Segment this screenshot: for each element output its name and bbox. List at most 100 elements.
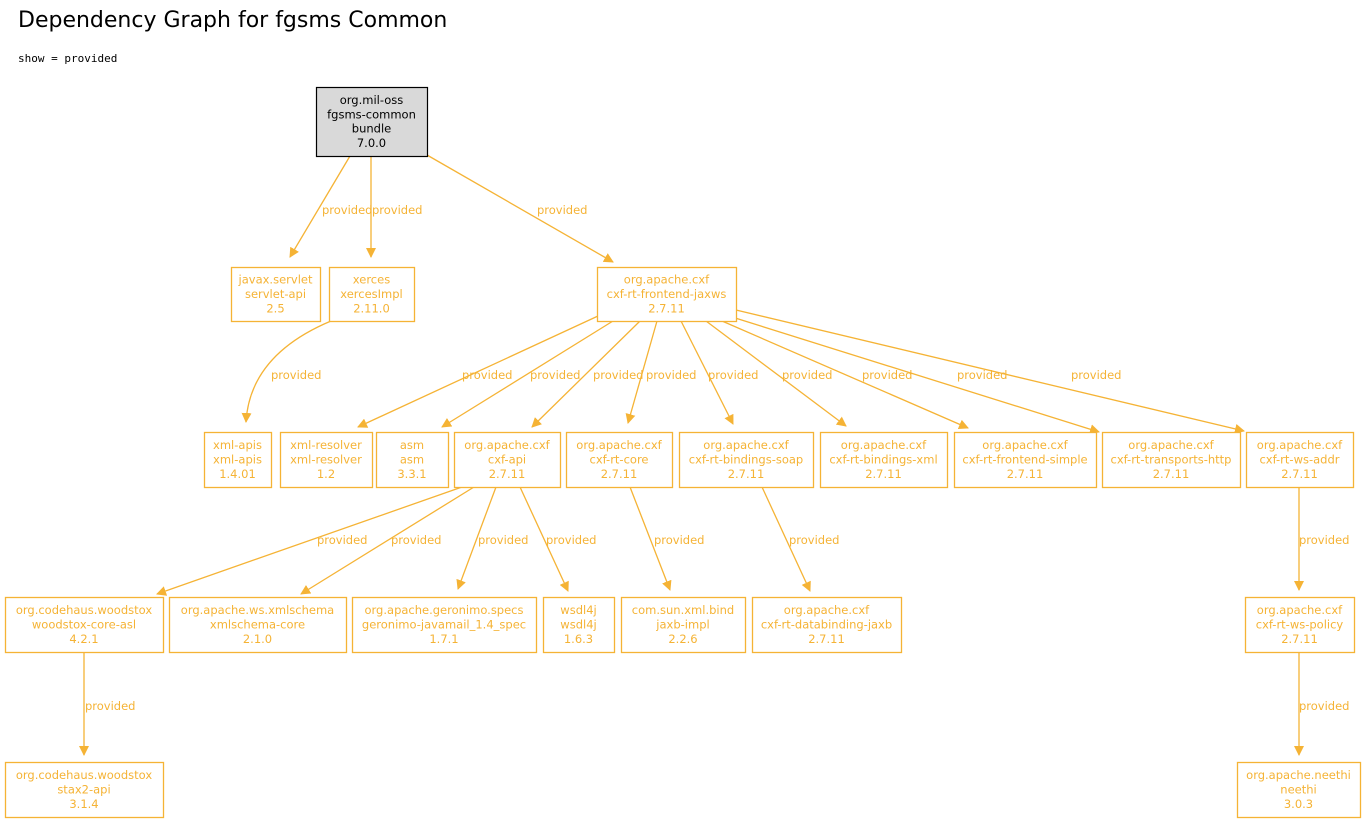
node-version: 2.5 [266, 301, 284, 315]
node-type: bundle [352, 122, 391, 136]
edge-label: provided [593, 368, 644, 382]
edge-bsoap-to-dbjaxb: provided [761, 486, 840, 592]
node-box [328, 266, 416, 323]
edge-wspolicy-to-neethi: provided [1294, 652, 1350, 756]
node-artifact: xercesImpl [340, 287, 402, 301]
node-box [620, 596, 747, 654]
edge-jaxws-to-bxml: provided [705, 320, 847, 427]
edge-label: provided [957, 368, 1008, 382]
edge-cxfapi-to-geronimo: provided [456, 486, 529, 590]
node-group: org.apache.neethi [1246, 768, 1351, 782]
edge-line [519, 486, 569, 592]
node-group: org.apache.cxf [1257, 438, 1343, 452]
node-group: org.mil-oss [340, 93, 404, 107]
edge-line [300, 486, 475, 595]
edge-jaxws-to-fsimple: provided [721, 320, 969, 429]
edge-label: provided [478, 533, 529, 547]
node-box [453, 431, 562, 489]
node-geronimo-javamail_1.4_spec[interactable]: org.apache.geronimo.specsgeronimo-javama… [351, 596, 538, 654]
node-version: 2.7.11 [808, 632, 845, 646]
node-artifact: woodstox-core-asl [32, 618, 136, 632]
edge-label: provided [789, 533, 840, 547]
node-group: xml-apis [213, 438, 262, 452]
node-version: 2.7.11 [1153, 467, 1190, 481]
edge-label: provided [317, 533, 368, 547]
node-box [4, 761, 165, 819]
edge-root-to-jaxws: provided [426, 154, 614, 263]
node-cxf-rt-frontend-simple[interactable]: org.apache.cxfcxf-rt-frontend-simple2.7.… [953, 431, 1098, 489]
node-artifact: servlet-api [245, 287, 306, 301]
node-artifact: cxf-rt-frontend-simple [962, 453, 1087, 467]
node-group: org.apache.cxf [982, 438, 1068, 452]
edge-label: provided [391, 533, 442, 547]
node-cxf-rt-transports-http[interactable]: org.apache.cxfcxf-rt-transports-http2.7.… [1101, 431, 1242, 489]
node-artifact: cxf-rt-ws-policy [1256, 618, 1344, 632]
edge-line [456, 486, 497, 590]
node-cxf-rt-databinding-jaxb[interactable]: org.apache.cxfcxf-rt-databinding-jaxb2.7… [751, 596, 903, 654]
node-box [203, 431, 273, 489]
edge-line [721, 320, 969, 429]
node-box [819, 431, 949, 489]
node-group: org.apache.cxf [703, 438, 789, 452]
edge-line [680, 320, 734, 425]
node-artifact: cxf-rt-core [590, 453, 649, 467]
node-woodstox-core-asl[interactable]: org.codehaus.woodstoxwoodstox-core-asl4.… [4, 596, 165, 654]
node-box [279, 431, 374, 489]
edge-line [731, 316, 1100, 435]
edge-line [156, 486, 463, 596]
node-artifact: fgsms-common [327, 107, 416, 121]
node-artifact: cxf-rt-transports-http [1111, 453, 1232, 467]
node-group: org.apache.cxf [784, 603, 870, 617]
node-artifact: cxf-api [488, 453, 526, 467]
edge-wsaddr-to-wspolicy: provided [1294, 487, 1350, 591]
node-version: 2.7.11 [1007, 467, 1044, 481]
node-artifact: cxf-rt-bindings-xml [829, 453, 937, 467]
edge-line [289, 155, 351, 258]
node-group: org.apache.cxf [464, 438, 550, 452]
edge-label: provided [782, 368, 833, 382]
node-box [1245, 431, 1355, 489]
node-group: com.sun.xml.bind [632, 603, 734, 617]
edge-cxfapi-to-woodcore: provided [156, 486, 463, 596]
node-artifact: cxf-rt-bindings-soap [689, 453, 803, 467]
node-group: org.apache.geronimo.specs [365, 603, 524, 617]
node-box [315, 86, 429, 158]
edge-line [426, 154, 614, 263]
page-title: Dependency Graph for fgsms Common [18, 8, 448, 33]
edge-jaxws-to-cxfapi: provided [531, 320, 644, 428]
node-group: org.apache.cxf [841, 438, 927, 452]
node-xmlschema-core[interactable]: org.apache.ws.xmlschemaxmlschema-core2.1… [168, 596, 348, 654]
edge-label: provided [654, 533, 705, 547]
edge-label: provided [537, 203, 588, 217]
edge-woodcore-to-stax2: provided [79, 652, 136, 756]
edge-label: provided [546, 533, 597, 547]
edge-root-to-xerces: provided [366, 156, 423, 258]
edge-label: provided [85, 699, 136, 713]
node-artifact: cxf-rt-frontend-jaxws [607, 287, 727, 301]
node-version: 3.0.3 [1284, 797, 1313, 811]
node-cxf-rt-frontend-jaxws[interactable]: org.apache.cxfcxf-rt-frontend-jaxws2.7.1… [596, 266, 738, 323]
edge-label: provided [1299, 533, 1350, 547]
node-artifact: xml-resolver [290, 453, 362, 467]
node-artifact: asm [400, 453, 424, 467]
node-artifact: cxf-rt-databinding-jaxb [761, 618, 892, 632]
node-box [751, 596, 903, 654]
edge-label: provided [862, 368, 913, 382]
node-artifact: jaxb-impl [655, 618, 709, 632]
